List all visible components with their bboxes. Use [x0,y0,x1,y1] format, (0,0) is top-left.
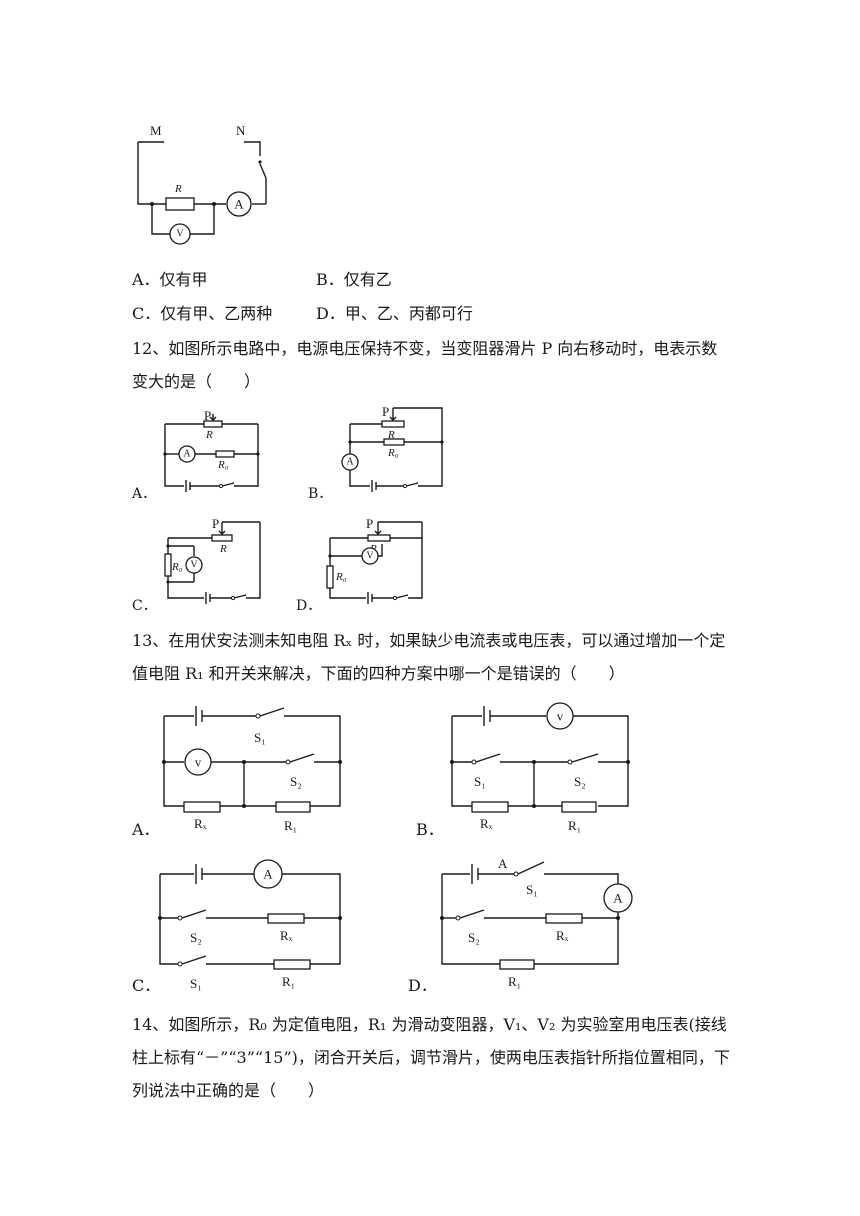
q12-circuit-a: P R A R₀ [163,408,260,492]
ammeter-label: A [263,867,273,882]
q13-option-a-label: A． [132,820,160,839]
q11-circuit-diagram: M N R A V [137,123,267,245]
switch-s1-label: S₁ [190,976,202,991]
resistor-r0-label: R₀ [217,459,229,471]
switch-s1-label: S₁ [526,882,538,897]
q13-circuit-a: S₁ v S₂ Rₓ R₁ [162,706,342,833]
ammeter-label: A [183,449,191,460]
q13-option-b-label: B． [416,820,444,839]
terminal-m-label: M [150,123,162,138]
resistor-r0-label: R₀ [335,571,347,583]
resistor-r1-label: R₁ [568,818,581,833]
slider-p-label: P [212,516,219,531]
ammeter-label: A [346,457,354,468]
resistor-rx-label: Rₓ [194,816,207,831]
switch-s1-label: S₁ [474,774,486,789]
q13-circuit-d: A S₁ A R₁ S₂ Rₓ [440,856,633,989]
switch-s1-label: S₁ [254,730,266,745]
q13-option-d-label: D． [408,976,437,995]
voltmeter [169,223,191,245]
resistor-rx-label: Rₓ [480,816,493,831]
rheostat-r-label: R [205,429,213,441]
q12-question-text: 12、如图所示电路中，电源电压保持不变，当变阻器滑片 P 向右移动时，电表示数变… [132,339,718,391]
switch-s2-label: S₂ [468,930,480,945]
voltmeter-label: V [176,229,184,240]
resistor-rx-label: Rₓ [556,928,569,943]
q12-option-d-label: D． [296,598,322,614]
rheostat-r-label: R [219,543,227,555]
resistor-r-label: R [174,183,182,195]
voltmeter-label: v [195,755,202,770]
terminal-a-label: A [498,856,508,871]
resistor-r1-label: R₁ [284,818,297,833]
voltmeter-label: V [190,560,198,571]
terminal-n-label: N [236,123,246,138]
ammeter-label: A [613,891,623,906]
q11-option-b: B．仅有乙 [316,270,392,289]
switch-s2-label: S₂ [190,930,202,945]
resistor-rx-label: Rₓ [280,928,293,943]
q12-circuit-c: P R R₀ V [164,516,261,604]
q13-question-text: 13、在用伏安法测未知电阻 Rₓ 时，如果缺少电流表或电压表，可以通过增加一个定… [132,631,726,683]
resistor-r0-label: R₀ [387,447,399,459]
slider-p-label: P [382,404,389,419]
slider-p-label: P [204,408,211,423]
slider-p-label: P [366,516,373,531]
q12-option-a-label: A． [132,486,157,502]
voltmeter-label: V [366,551,374,562]
resistor-r1-label: R₁ [508,974,521,989]
q14-question-text: 14、如图所示，R₀ 为定值电阻，R₁ 为滑动变阻器，V₁、V₂ 为实验室用电压… [132,1015,730,1100]
q13-circuit-c: A S₂ Rₓ S₁ R₁ [158,859,342,991]
resistor-r [165,197,195,211]
resistor-r0-label: R₀ [171,561,183,573]
q11-option-c: C．仅有甲、乙两种 [132,304,273,323]
ammeter [226,191,252,217]
q13-circuit-b: v S₁ S₂ Rₓ R₁ [450,702,630,833]
q13-option-c-label: C． [132,976,161,995]
q12-option-c-label: C． [132,598,157,614]
switch-s2-label: S₂ [574,774,586,789]
rheostat-r-label: R [387,429,395,441]
q11-option-d: D．甲、乙、丙都可行 [316,304,473,323]
q11-option-a: A．仅有甲 [132,270,208,289]
q12-circuit-b: P R R₀ A [341,404,444,492]
resistor-r1-label: R₁ [282,974,295,989]
voltmeter-label: v [557,709,564,724]
q12-circuit-d: P R V R₀ [326,516,423,604]
q12-option-b-label: B． [308,486,333,502]
ammeter-label: A [234,197,244,212]
switch-s2-label: S₂ [290,774,302,789]
